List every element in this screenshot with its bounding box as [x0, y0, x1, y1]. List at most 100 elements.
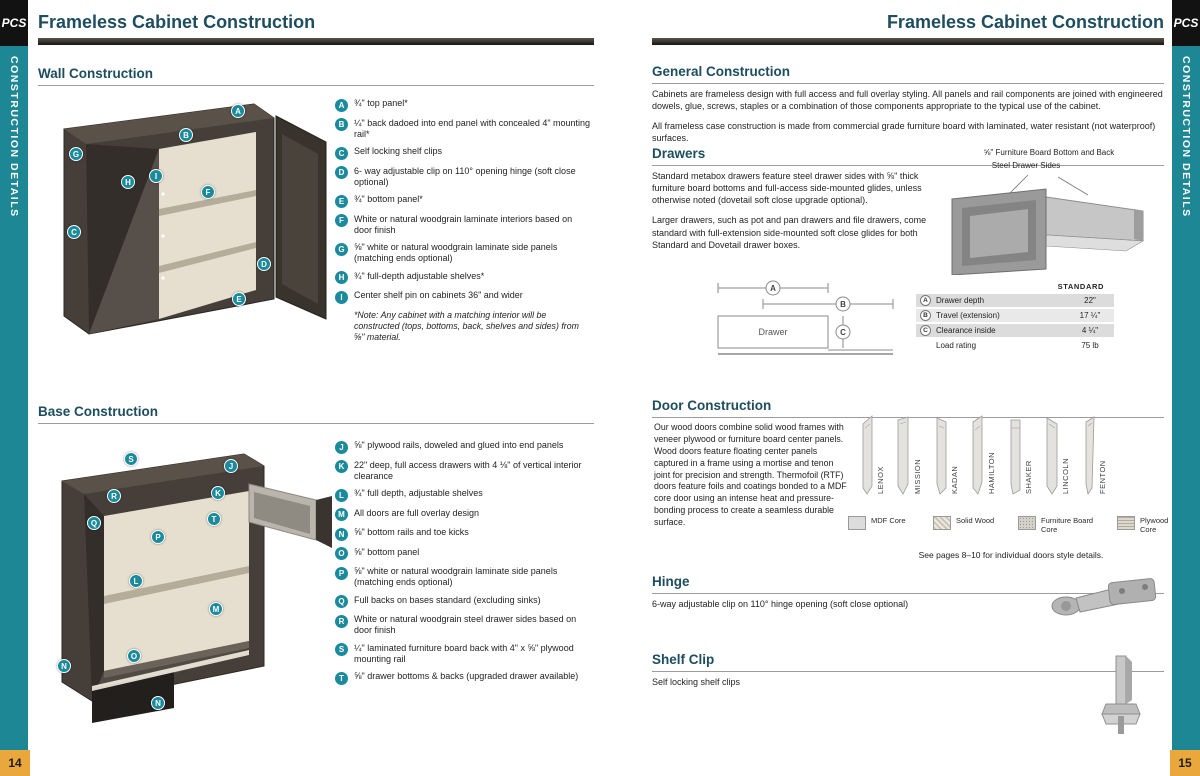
left-sidebar: PCS CONSTRUCTION DETAILS: [0, 0, 28, 776]
callout-A: A: [231, 104, 245, 118]
core-label: Solid Wood: [956, 516, 995, 525]
door-style-label: KADAN: [950, 465, 959, 494]
legend-text: ¼" back dadoed into end panel with conce…: [354, 117, 591, 139]
legend-text: ¾" full-depth adjustable shelves*: [354, 270, 485, 281]
core-plywood: Plywood Core: [1117, 516, 1186, 534]
row-letter-badge: A: [920, 295, 931, 306]
legend-text: ⅝" bottom rails and toe kicks: [354, 527, 469, 537]
legend-text: White or natural woodgrain steel drawer …: [354, 614, 577, 636]
wall-cabinet-illustration: A B G H I F C D E: [44, 94, 340, 342]
row-value: 4 ¼": [1081, 326, 1099, 335]
legend-letter-badge: B: [335, 118, 348, 131]
sidebar-label-left: CONSTRUCTION DETAILS: [8, 56, 20, 218]
legend-text: ⅝" plywood rails, doweled and glued into…: [354, 440, 564, 450]
legend-letter-badge: C: [335, 146, 348, 160]
legend-item: G ⅝" white or natural woodgrain laminate…: [335, 242, 591, 265]
core-solid-wood: Solid Wood: [933, 516, 1002, 534]
door-profile-shaker-icon: [1010, 419, 1021, 495]
callout-D: D: [257, 257, 271, 271]
legend-text: Full backs on bases standard (excluding …: [354, 594, 541, 605]
legend-item: B ¼" back dadoed into end panel with con…: [335, 118, 591, 141]
door-style-label: SHAKER: [1024, 460, 1033, 494]
wall-note: *Note: Any cabinet with a matching inter…: [354, 309, 579, 343]
door-profile-fenton-icon: [1085, 416, 1095, 496]
hinge-illustration: [1046, 574, 1161, 629]
legend-text: Self locking shelf clips: [354, 146, 443, 156]
wall-construction-heading: Wall Construction: [38, 66, 594, 86]
callout-R: R: [107, 489, 121, 503]
drawer-label-bottom-back: ⅝" Furniture Board Bottom and Back: [983, 148, 1115, 157]
plywood-swatch-icon: [1117, 516, 1135, 530]
shelf-clip-text: Self locking shelf clips: [652, 677, 741, 687]
callout-N: N: [57, 659, 71, 673]
door-style-hamilton: HAMILTON: [969, 414, 996, 496]
general-construction-text: Cabinets are frameless design with full …: [652, 88, 1164, 153]
door-style-label: LINCOLN: [1061, 457, 1070, 494]
legend-item: I Center shelf pin on cabinets 36" and w…: [335, 290, 591, 304]
legend-letter-badge: H: [335, 271, 348, 284]
pcs-logo: PCS: [0, 0, 28, 46]
legend-letter-badge: K: [335, 460, 348, 473]
legend-text: ⅝" white or natural woodgrain laminate s…: [354, 242, 558, 264]
legend-text: ¾" full depth, adjustable shelves: [354, 488, 483, 498]
callout-K: K: [211, 486, 225, 500]
legend-letter-badge: F: [335, 214, 348, 227]
paragraph: Standard metabox drawers feature steel d…: [652, 171, 922, 206]
legend-text: ⅝" drawer bottoms & backs (upgraded draw…: [354, 671, 579, 681]
door-profile-mission-icon: [897, 416, 909, 495]
legend-item: J ⅝" plywood rails, doweled and glued in…: [335, 440, 591, 454]
title-rule: [652, 38, 1164, 45]
core-furniture-board: Furniture Board Core: [1018, 516, 1101, 534]
callout-Q: Q: [87, 516, 101, 530]
metabox-drawer-illustration: [938, 175, 1160, 275]
drawer-spec-table: STANDARD A Drawer depth 22" B Travel (ex…: [916, 282, 1114, 354]
callout-L: L: [129, 574, 143, 588]
legend-item: A ¾" top panel*: [335, 98, 591, 112]
door-style-shaker: SHAKER: [1006, 414, 1033, 496]
door-styles: LENOX MISSION KADAN HAMILTON SHAKER LINC…: [858, 414, 1107, 496]
door-style-label: MISSION: [913, 458, 922, 494]
legend-text: ¼" laminated furniture board back with 4…: [354, 642, 574, 664]
pcs-logo: PCS: [1172, 0, 1200, 46]
page-number-15: 15: [1170, 750, 1200, 776]
legend-item: D 6- way adjustable clip on 110° opening…: [335, 166, 591, 189]
door-style-mission: MISSION: [895, 414, 922, 496]
door-construction-text: Our wood doors combine solid wood frames…: [654, 422, 847, 527]
legend-item: K 22" deep, full access drawers with 4 ⅛…: [335, 460, 591, 483]
core-legend: MDF Core Solid Wood Furniture Board Core…: [848, 516, 1186, 534]
row-value: 22": [1084, 296, 1096, 305]
legend-text: ¾" top panel*: [354, 98, 408, 108]
callout-N2: N: [151, 696, 165, 710]
wall-cabinet-drawing: [63, 103, 327, 335]
legend-item: S ¼" laminated furniture board back with…: [335, 643, 591, 666]
legend-text: 22" deep, full access drawers with 4 ⅛" …: [354, 459, 582, 481]
legend-letter-badge: Q: [335, 595, 348, 608]
drawer-spec-drawing: A B C Drawer: [717, 280, 894, 355]
row-label: Load rating: [936, 341, 977, 350]
callout-T: T: [207, 512, 221, 526]
table-row: B Travel (extension) 17 ¼": [916, 309, 1114, 322]
legend-text: ⅝" bottom panel: [354, 546, 420, 557]
shelf-clip-heading: Shelf Clip: [652, 652, 1164, 672]
callout-O: O: [127, 649, 141, 663]
legend-letter-badge: O: [335, 547, 348, 560]
legend-text: 6- way adjustable clip on 110° opening h…: [354, 165, 576, 187]
legend-item: C Self locking shelf clips: [335, 146, 591, 160]
legend-item: L ¾" full depth, adjustable shelves: [335, 488, 591, 502]
title-rule: [38, 38, 594, 45]
door-style-lincoln: LINCOLN: [1043, 414, 1070, 496]
left-page: Frameless Cabinet Construction Wall Cons…: [36, 0, 596, 776]
legend-letter-badge: A: [335, 98, 348, 112]
door-style-lenox: LENOX: [858, 414, 885, 496]
legend-letter-badge: I: [335, 290, 348, 304]
row-letter-badge: C: [920, 325, 931, 336]
door-style-label: LENOX: [876, 466, 885, 494]
legend-letter-badge: N: [335, 527, 348, 541]
legend-letter-badge: L: [335, 488, 348, 502]
callout-C: C: [67, 225, 81, 239]
legend-letter-badge: R: [335, 614, 348, 628]
table-column-header: STANDARD: [1057, 282, 1104, 291]
door-style-label: HAMILTON: [987, 451, 996, 494]
core-mdf: MDF Core: [848, 516, 917, 534]
solid-wood-swatch-icon: [933, 516, 951, 530]
